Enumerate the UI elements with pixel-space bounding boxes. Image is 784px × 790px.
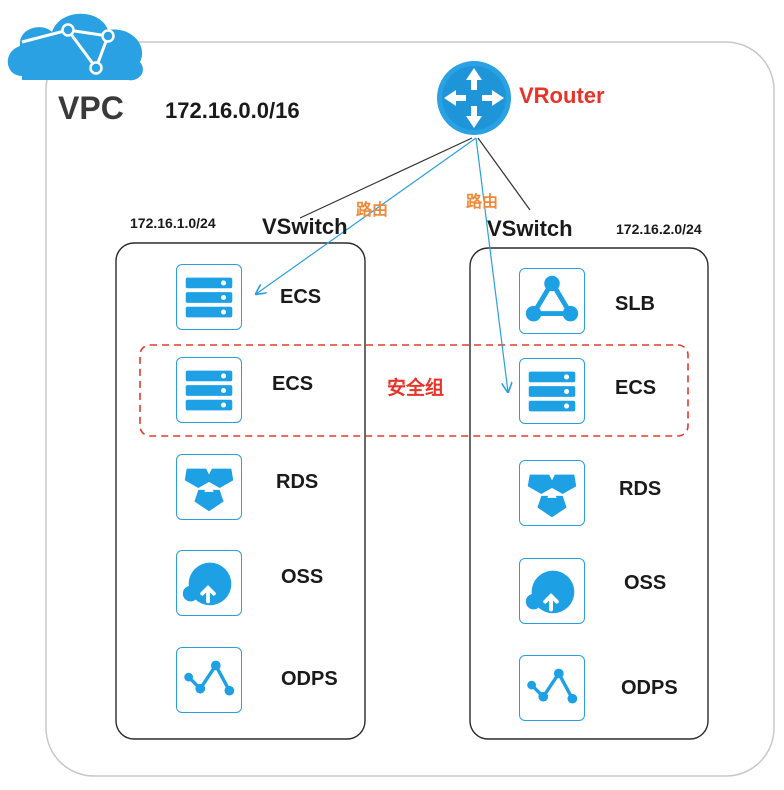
service-label-ecs: ECS bbox=[272, 373, 314, 395]
security-group-label: 安全组 bbox=[387, 378, 445, 399]
oss-icon bbox=[519, 558, 585, 624]
service-label-rds: RDS bbox=[619, 478, 662, 500]
service-label-ecs: ECS bbox=[615, 377, 657, 399]
service-label-rds: RDS bbox=[276, 471, 319, 493]
server-icon bbox=[176, 357, 242, 423]
odps-icon bbox=[519, 655, 585, 721]
vpc-title: VPC bbox=[58, 90, 124, 126]
service-label-slb: SLB bbox=[615, 293, 655, 315]
router-link-left bbox=[299, 137, 473, 219]
route-arrow-right bbox=[475, 137, 508, 392]
oss-icon bbox=[176, 550, 242, 616]
vpc-boundary bbox=[45, 41, 775, 777]
security-group-box bbox=[139, 344, 689, 437]
service-label-odps: ODPS bbox=[281, 668, 338, 690]
vswitch-box-right bbox=[469, 247, 709, 740]
router-icon bbox=[437, 61, 511, 135]
service-label-odps: ODPS bbox=[621, 677, 678, 699]
server-icon bbox=[519, 358, 585, 424]
vswitch-label-left: VSwitch bbox=[262, 214, 348, 239]
service-label-ecs: ECS bbox=[280, 286, 322, 308]
subnet-cidr-left: 172.16.1.0/24 bbox=[130, 215, 216, 231]
subnet-cidr-right: 172.16.2.0/24 bbox=[616, 221, 702, 237]
route-label-left: 路由 bbox=[356, 202, 389, 219]
service-label-oss: OSS bbox=[281, 566, 324, 588]
route-label-right: 路由 bbox=[466, 194, 499, 211]
rds-icon bbox=[519, 460, 585, 526]
router-link-right bbox=[477, 137, 531, 211]
service-label-oss: OSS bbox=[624, 572, 667, 594]
vswitch-label-right: VSwitch bbox=[487, 216, 573, 241]
slb-icon bbox=[519, 268, 585, 334]
cloud-icon bbox=[7, 13, 143, 81]
route-arrow-left bbox=[256, 137, 477, 294]
odps-icon bbox=[176, 647, 242, 713]
rds-icon bbox=[176, 454, 242, 520]
server-icon bbox=[176, 264, 242, 330]
vrouter-label: VRouter bbox=[519, 83, 605, 108]
vswitch-box-left bbox=[115, 242, 366, 740]
vpc-cidr: 172.16.0.0/16 bbox=[165, 98, 300, 123]
